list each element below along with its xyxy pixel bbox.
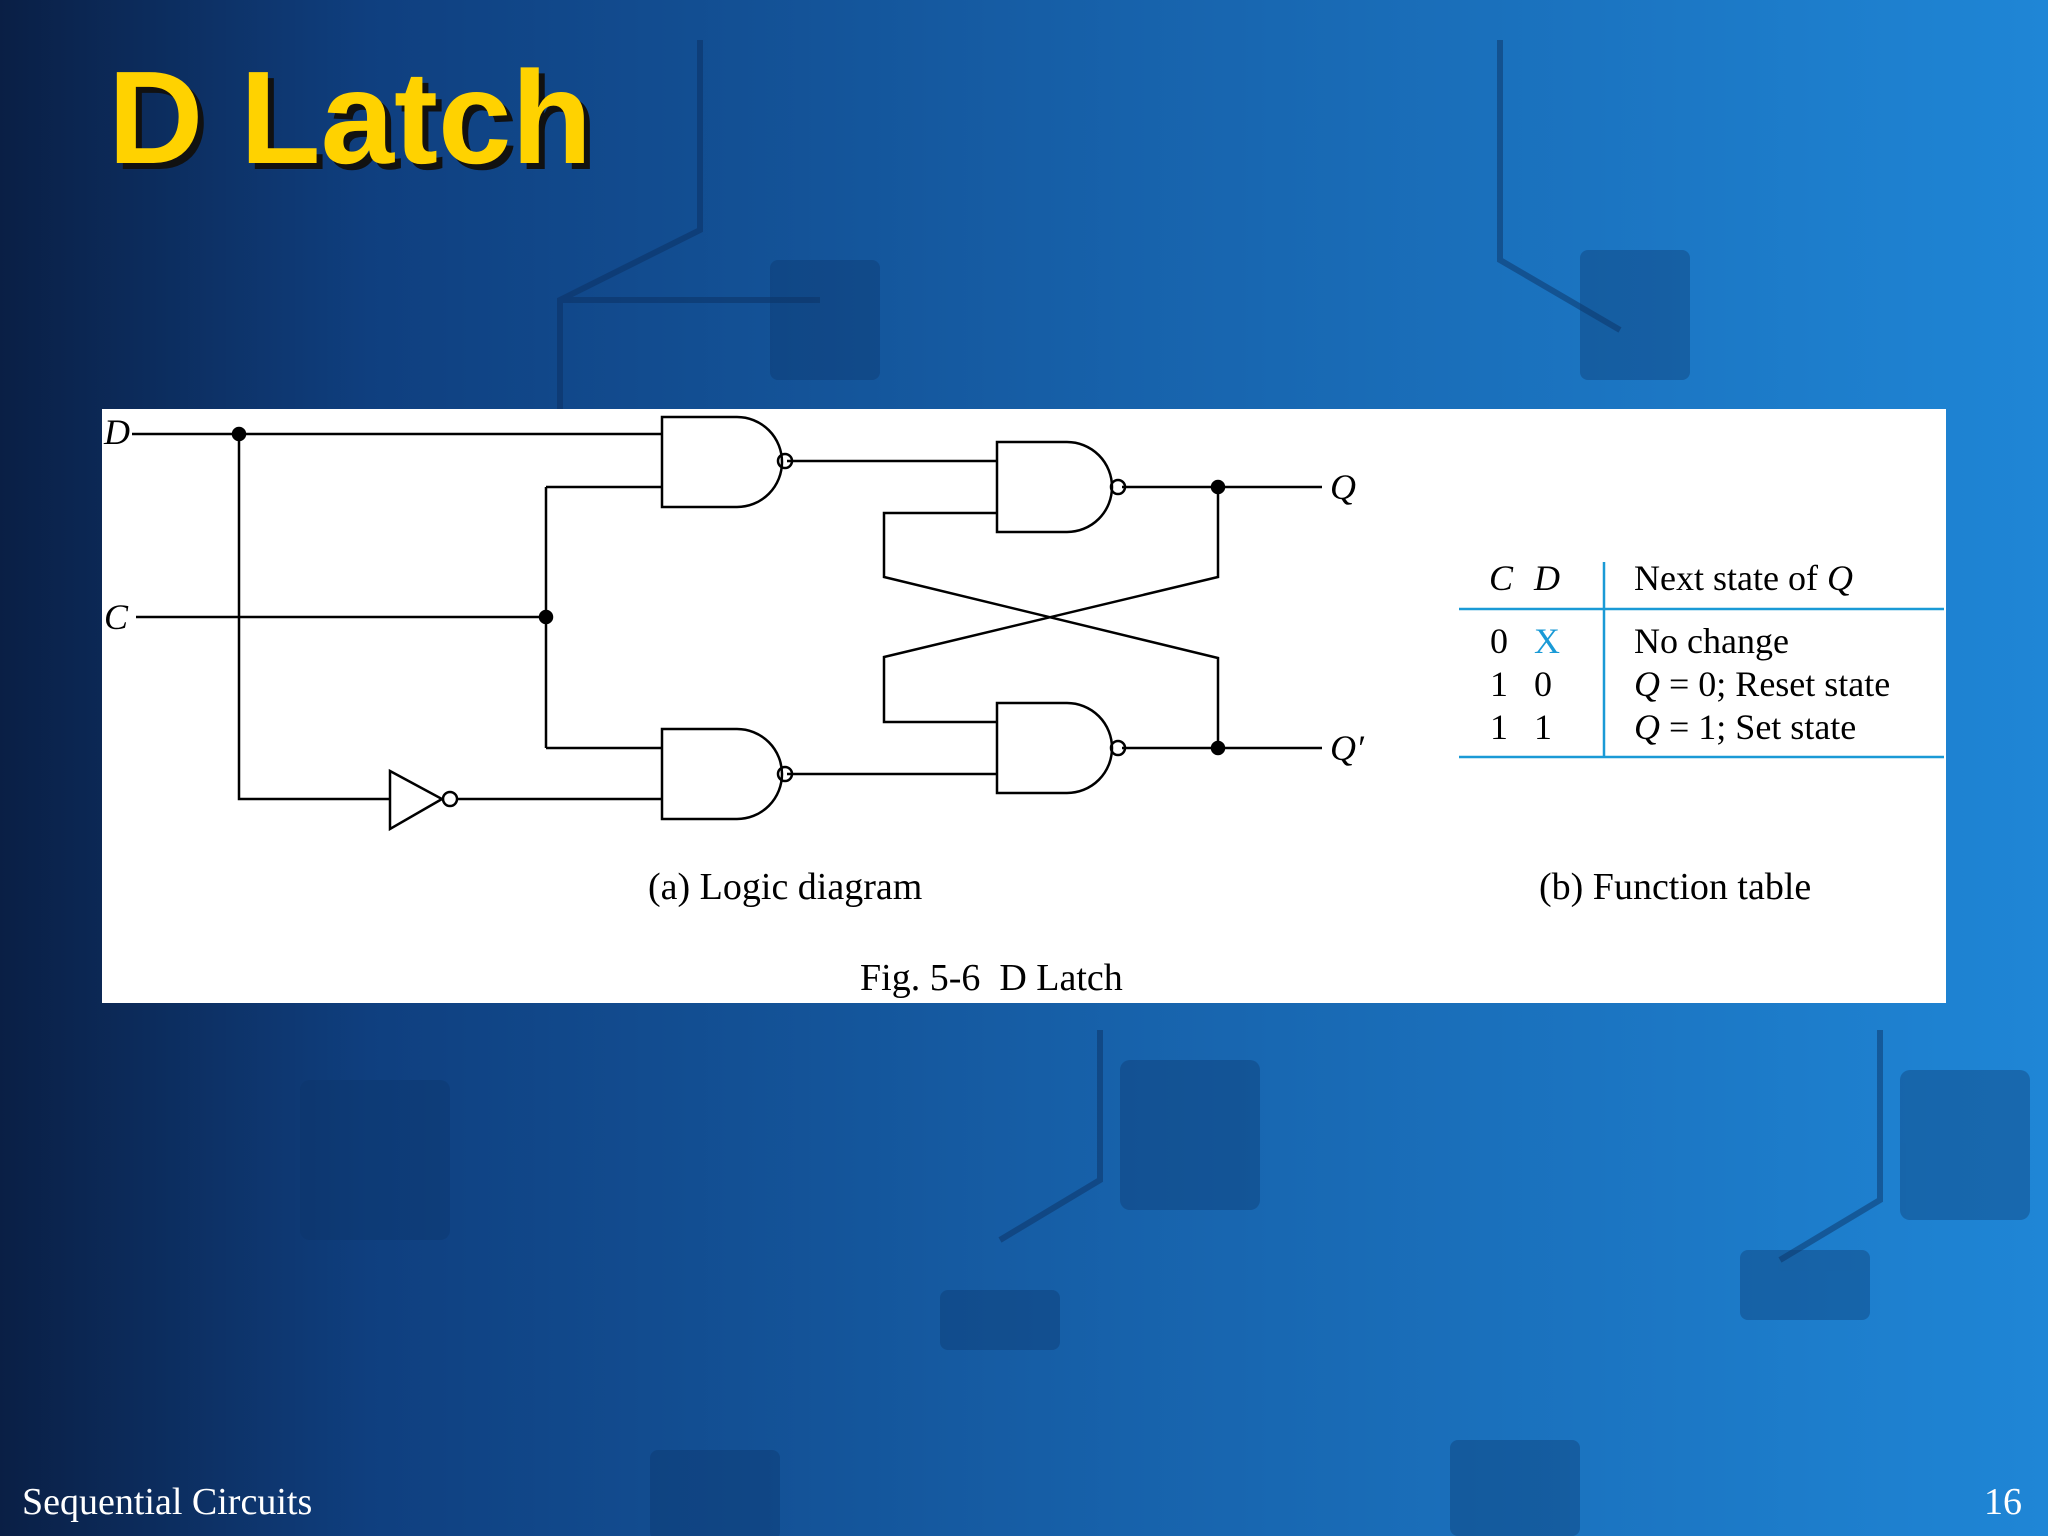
table-row-3-next: Q = 1; Set state (1634, 707, 1856, 747)
function-table: C D Next state of Q 0 X No change 1 0 Q … (1459, 558, 1944, 759)
label-d-input: D (103, 412, 130, 452)
wire-q-feedback (882, 487, 1220, 724)
logic-diagram-caption: (a) Logic diagram (648, 866, 922, 908)
nand-gate-3 (995, 440, 1114, 534)
label-c-input: C (104, 597, 129, 637)
nand-bubble-3 (1109, 478, 1127, 496)
table-row-1-d: X (1534, 621, 1560, 661)
inverter-bubble (441, 790, 459, 808)
label-qnot-output: Q′ (1330, 728, 1365, 768)
label-q-output: Q (1330, 467, 1356, 507)
nand-gate-1 (660, 415, 784, 509)
d-latch-figure: D C Q Q′ C D Next state of Q 0 X No chan… (103, 412, 1944, 999)
table-row-2-q: Q (1634, 664, 1660, 704)
junction-c (538, 609, 554, 625)
footer-course-title: Sequential Circuits (22, 1481, 313, 1523)
table-row-3-c: 1 (1490, 707, 1508, 747)
nand-bubble-1 (776, 452, 794, 470)
logic-diagram (132, 415, 1322, 832)
table-row-3-q: Q (1634, 707, 1660, 747)
function-table-caption: (b) Function table (1539, 866, 1811, 908)
slide-title: D Latch (108, 44, 593, 191)
wire-qnot-feedback (882, 511, 1220, 748)
table-row-3-d: 1 (1534, 707, 1552, 747)
table-row-1-c: 0 (1490, 621, 1508, 661)
nand-gate-2 (660, 727, 784, 821)
table-row-1-next: No change (1634, 621, 1789, 661)
table-row-2-text: = 0; Reset state (1660, 664, 1890, 704)
table-header-d: D (1533, 558, 1560, 598)
table-header-next: Next state of Q (1634, 558, 1853, 598)
table-row-2-d: 0 (1534, 664, 1552, 704)
wire-d-down (237, 434, 390, 801)
figure-caption: Fig. 5-6 D Latch (860, 957, 1123, 999)
nand-gate-4 (995, 701, 1114, 795)
table-row-3-text: = 1; Set state (1660, 707, 1856, 747)
table-header-c: C (1489, 558, 1514, 598)
inverter-gate (388, 768, 445, 832)
junction-qnot (1210, 740, 1226, 756)
junction-q (1210, 479, 1226, 495)
nand-bubble-2 (776, 765, 794, 783)
figure-panel: D C Q Q′ C D Next state of Q 0 X No chan… (102, 409, 1946, 1003)
table-header-q: Q (1827, 558, 1853, 598)
table-row-2-c: 1 (1490, 664, 1508, 704)
nand-bubble-4 (1109, 739, 1127, 757)
junction-d (231, 426, 247, 442)
table-header-next-text: Next state of (1634, 558, 1818, 598)
table-row-2-next: Q = 0; Reset state (1634, 664, 1890, 704)
slide-page-number: 16 (1984, 1481, 2022, 1523)
